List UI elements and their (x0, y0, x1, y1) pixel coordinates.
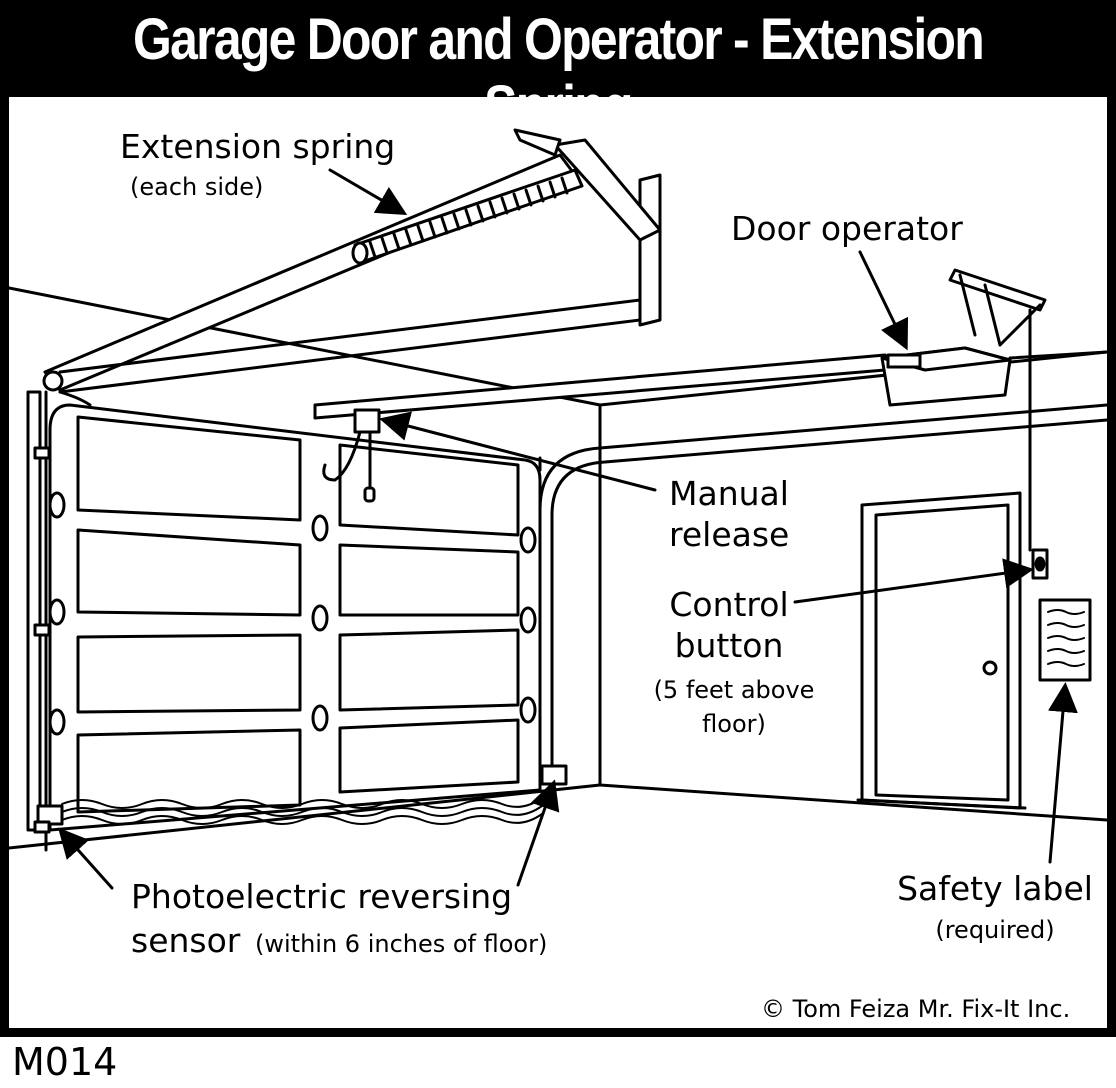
control-button-box (1031, 548, 1049, 580)
leader-lines (58, 168, 1078, 890)
safety-label-label: Safety label (897, 869, 1093, 908)
sensor-beam (61, 797, 543, 825)
photo-sensors (33, 764, 568, 834)
control-button-label-line1: Control (669, 585, 789, 624)
control-button-note-line1: (5 feet above (653, 676, 815, 704)
diagram-frame: Extension spring (each side) Door operat… (0, 97, 1116, 1037)
extension-spring-note: (each side) (130, 173, 264, 201)
garage-illustration (9, 128, 1107, 890)
manual-release-label-line1: Manual (669, 474, 789, 513)
copyright-notice: © Tom Feiza Mr. Fix-It Inc. (761, 995, 1071, 1023)
garage-door (33, 403, 542, 832)
title-bar: Garage Door and Operator - Extension Spr… (0, 0, 1116, 139)
control-button-label-line2: button (674, 626, 784, 665)
extension-spring (351, 168, 584, 265)
photo-sensor-label-line1: Photoelectric reversing (131, 877, 513, 916)
control-button-note-line2: floor) (702, 710, 766, 738)
safety-label-note: (required) (935, 916, 1055, 944)
safety-label-sign (1038, 598, 1092, 682)
door-operator-label: Door operator (731, 209, 963, 248)
interior-door (856, 491, 1027, 810)
extension-spring-label: Extension spring (120, 127, 396, 166)
spring-track (42, 128, 662, 394)
photo-sensor-label-line2: sensor (131, 921, 241, 960)
room-walls (9, 286, 1107, 850)
manual-release-label-line2: release (669, 515, 790, 554)
manual-release (322, 408, 381, 503)
figure-code: M014 (12, 1040, 118, 1084)
diagram-title: Garage Door and Operator - Extension Spr… (133, 7, 985, 139)
photo-sensor-note: (within 6 inches of floor) (255, 930, 548, 958)
door-operator-unit (880, 268, 1047, 552)
left-track (26, 390, 48, 852)
